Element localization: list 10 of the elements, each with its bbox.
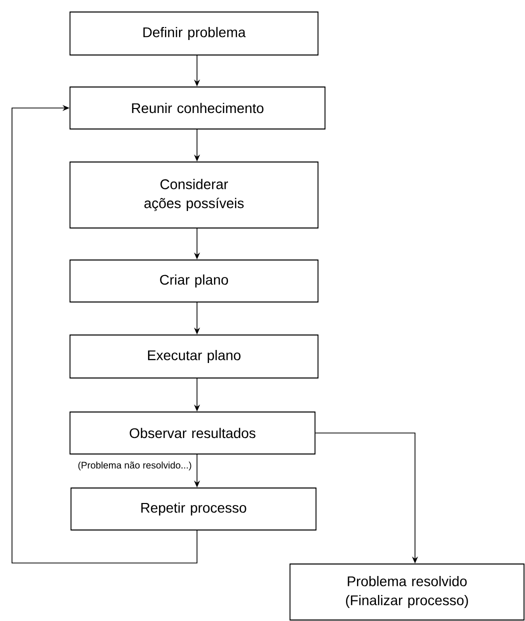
- process-box: Definir problema: [70, 12, 318, 56]
- process-box: Criar plano: [70, 260, 318, 302]
- process-box: Repetir processo: [70, 488, 316, 530]
- process-box: Observar resultados: [70, 412, 316, 454]
- arrow: [12, 104, 198, 564]
- process-box: Executar plano: [70, 334, 318, 378]
- process-box: Problema resolvido (Finalizar processo): [290, 564, 524, 620]
- process-box: Reunir conhecimento: [70, 86, 326, 130]
- edge-label: (Problema não resolvido...): [78, 462, 192, 470]
- process-box: Considerar ações possíveis: [70, 162, 318, 228]
